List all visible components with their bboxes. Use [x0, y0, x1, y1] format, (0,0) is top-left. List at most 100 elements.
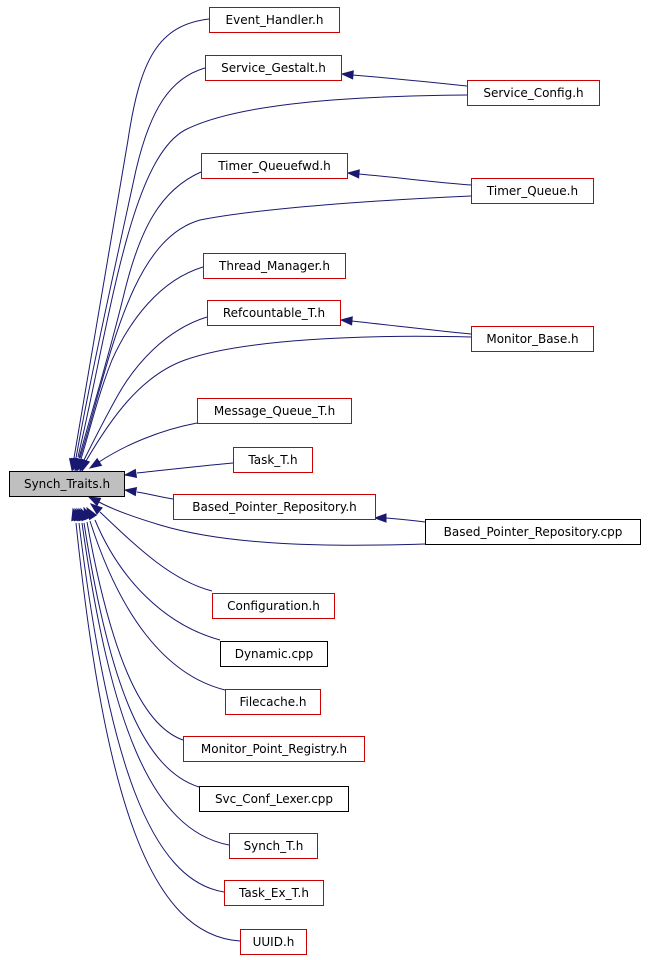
node-box	[471, 178, 594, 204]
edges-layer	[68, 18, 472, 942]
node-label: Message_Queue_T.h	[214, 404, 335, 418]
node-timer-queuefwd[interactable]: Timer_Queuefwd.h	[201, 153, 348, 179]
edge-message-queue-t-to-synch-traits	[88, 422, 198, 469]
edge-line	[350, 320, 472, 335]
edge-line	[351, 74, 468, 87]
edge-line	[86, 521, 184, 741]
node-box	[199, 786, 349, 812]
edge-line	[78, 171, 202, 459]
node-synch-t[interactable]: Synch_T.h	[229, 833, 318, 859]
node-label: Service_Gestalt.h	[221, 61, 326, 75]
edge-arrowhead	[373, 513, 387, 523]
edge-arrowhead	[81, 458, 91, 473]
node-label: Filecache.h	[239, 695, 306, 709]
node-box	[224, 880, 324, 906]
node-label: Timer_Queue.h	[486, 184, 578, 198]
edge-arrowhead	[346, 169, 360, 179]
node-monitor-base[interactable]: Monitor_Base.h	[471, 326, 594, 352]
node-timer-queue[interactable]: Timer_Queue.h	[471, 178, 594, 204]
edge-line	[77, 94, 468, 458]
node-box	[471, 326, 594, 352]
node-monitor-point-registry[interactable]: Monitor_Point_Registry.h	[183, 736, 365, 762]
edge-service-config-to-service-gestalt	[340, 70, 468, 87]
node-box	[240, 929, 307, 955]
node-box	[220, 641, 328, 667]
root-node-synch-traits: Synch_Traits.h	[9, 471, 125, 497]
node-svc-conf-lexer: Svc_Conf_Lexer.cpp	[199, 786, 349, 812]
node-message-queue-t[interactable]: Message_Queue_T.h	[197, 398, 352, 424]
node-based-pointer-repository-h[interactable]: Based_Pointer_Repository.h	[173, 494, 376, 520]
node-refcountable-t[interactable]: Refcountable_T.h	[207, 300, 341, 326]
edge-arrowhead	[123, 468, 138, 479]
edge-line	[385, 517, 426, 523]
node-service-config[interactable]: Service_Config.h	[467, 80, 600, 106]
edge-arrowhead	[89, 503, 103, 515]
edge-task-t-to-synch-traits	[123, 462, 234, 479]
node-service-gestalt[interactable]: Service_Gestalt.h	[205, 55, 342, 81]
node-box	[183, 736, 365, 762]
node-thread-manager[interactable]: Thread_Manager.h	[203, 253, 346, 279]
node-box	[233, 447, 313, 473]
node-box	[173, 494, 376, 520]
node-filecache[interactable]: Filecache.h	[225, 689, 321, 715]
node-box	[205, 55, 342, 81]
edge-based-pointer-repository-h-to-synch-traits	[123, 486, 174, 500]
node-label: Monitor_Base.h	[486, 332, 578, 346]
node-label: Event_Handler.h	[226, 13, 324, 27]
node-box	[207, 300, 341, 326]
node-label: Based_Pointer_Repository.cpp	[444, 525, 623, 539]
edge-line	[89, 520, 226, 691]
edge-monitor-base-to-synch-traits	[81, 335, 472, 473]
node-label: Svc_Conf_Lexer.cpp	[215, 792, 333, 806]
node-label: Timer_Queuefwd.h	[217, 159, 331, 173]
node-box	[225, 689, 321, 715]
edge-arrowhead	[71, 507, 81, 522]
edge-line	[75, 522, 241, 942]
node-box	[425, 519, 641, 545]
node-label: Service_Config.h	[483, 86, 583, 100]
node-label: Based_Pointer_Repository.h	[192, 500, 356, 514]
edge-arrowhead	[123, 486, 138, 497]
node-uuid[interactable]: UUID.h	[240, 929, 307, 955]
nodes-layer: Synch_Traits.h Event_Handler.hService_Ges…	[9, 7, 641, 955]
node-label: Monitor_Point_Registry.h	[201, 742, 347, 756]
edge-line	[98, 501, 426, 546]
edge-arrowhead	[339, 316, 353, 326]
node-box	[467, 80, 600, 106]
node-task-ex-t[interactable]: Task_Ex_T.h	[224, 880, 324, 906]
edge-line	[357, 173, 472, 186]
edge-line	[136, 462, 234, 474]
edge-configuration-to-synch-traits	[89, 503, 213, 592]
node-event-handler[interactable]: Event_Handler.h	[209, 7, 340, 33]
edge-line	[75, 67, 206, 459]
node-task-t[interactable]: Task_T.h	[233, 447, 313, 473]
edge-line	[136, 491, 174, 500]
edge-arrowhead	[340, 70, 354, 80]
edge-line	[99, 511, 213, 592]
edge-line	[98, 422, 198, 463]
node-dynamic: Dynamic.cpp	[220, 641, 328, 667]
edge-timer-queue-to-synch-traits	[74, 195, 472, 472]
edge-based-pointer-repository-cpp-to-synch-traits	[87, 496, 426, 546]
node-box	[209, 7, 340, 33]
edge-svc-conf-lexer-to-synch-traits	[78, 507, 200, 788]
node-label: Task_T.h	[247, 453, 297, 467]
node-label: Refcountable_T.h	[223, 306, 325, 320]
node-configuration[interactable]: Configuration.h	[212, 593, 335, 619]
edge-monitor-point-registry-to-synch-traits	[80, 507, 184, 741]
edge-service-gestalt-to-synch-traits	[70, 67, 206, 472]
edge-thread-manager-to-synch-traits	[75, 266, 204, 472]
edge-line	[83, 522, 200, 788]
node-box	[229, 833, 318, 859]
node-box	[201, 153, 348, 179]
edge-line	[78, 522, 225, 893]
node-label: Configuration.h	[227, 599, 320, 613]
edge-line	[83, 316, 208, 461]
node-label: Thread_Manager.h	[218, 259, 330, 273]
edge-line	[80, 266, 204, 460]
node-label: Synch_T.h	[244, 839, 304, 853]
edge-dynamic-to-synch-traits	[86, 506, 221, 641]
node-label: UUID.h	[253, 935, 295, 949]
node-label: Dynamic.cpp	[235, 647, 314, 661]
node-based-pointer-repository-cpp: Based_Pointer_Repository.cpp	[425, 519, 641, 545]
